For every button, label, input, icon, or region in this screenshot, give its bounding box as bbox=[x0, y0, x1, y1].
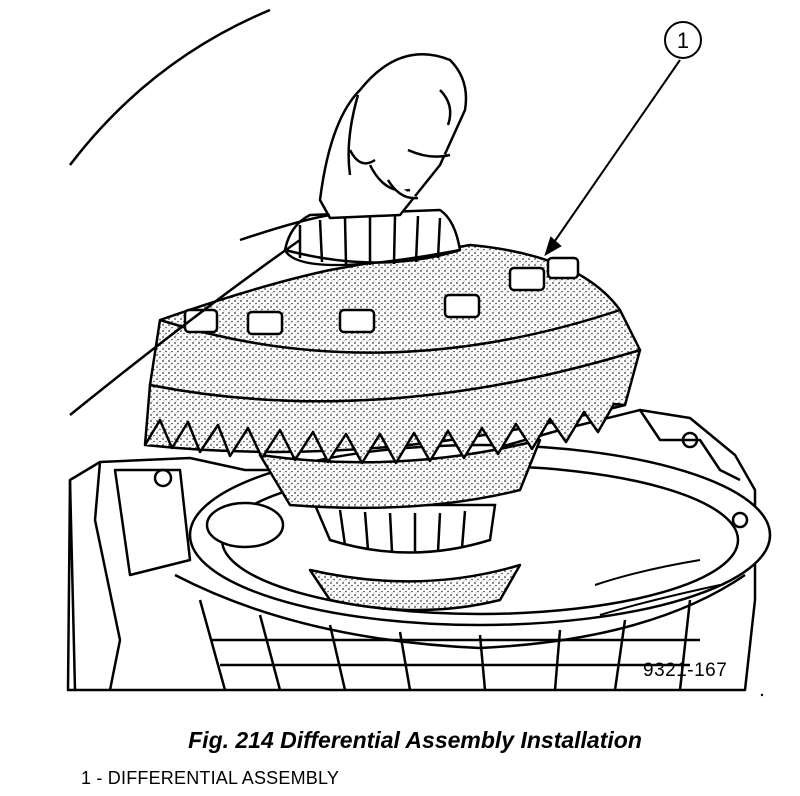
figure-caption: Fig. 214 Differential Assembly Installat… bbox=[188, 727, 642, 753]
differential-body bbox=[143, 208, 642, 510]
legend-item: 1 - DIFFERENTIAL ASSEMBLY bbox=[81, 768, 340, 788]
differential-illustration: 1 bbox=[66, 8, 772, 697]
figure-number: 9321-167 bbox=[643, 660, 728, 681]
arm-outline bbox=[69, 8, 331, 416]
callout-leader bbox=[544, 59, 681, 257]
hand bbox=[318, 53, 468, 220]
speck bbox=[760, 693, 764, 697]
callout-circle bbox=[664, 21, 702, 59]
lower-bearing bbox=[313, 503, 497, 554]
callout-number: 1 bbox=[677, 28, 689, 53]
